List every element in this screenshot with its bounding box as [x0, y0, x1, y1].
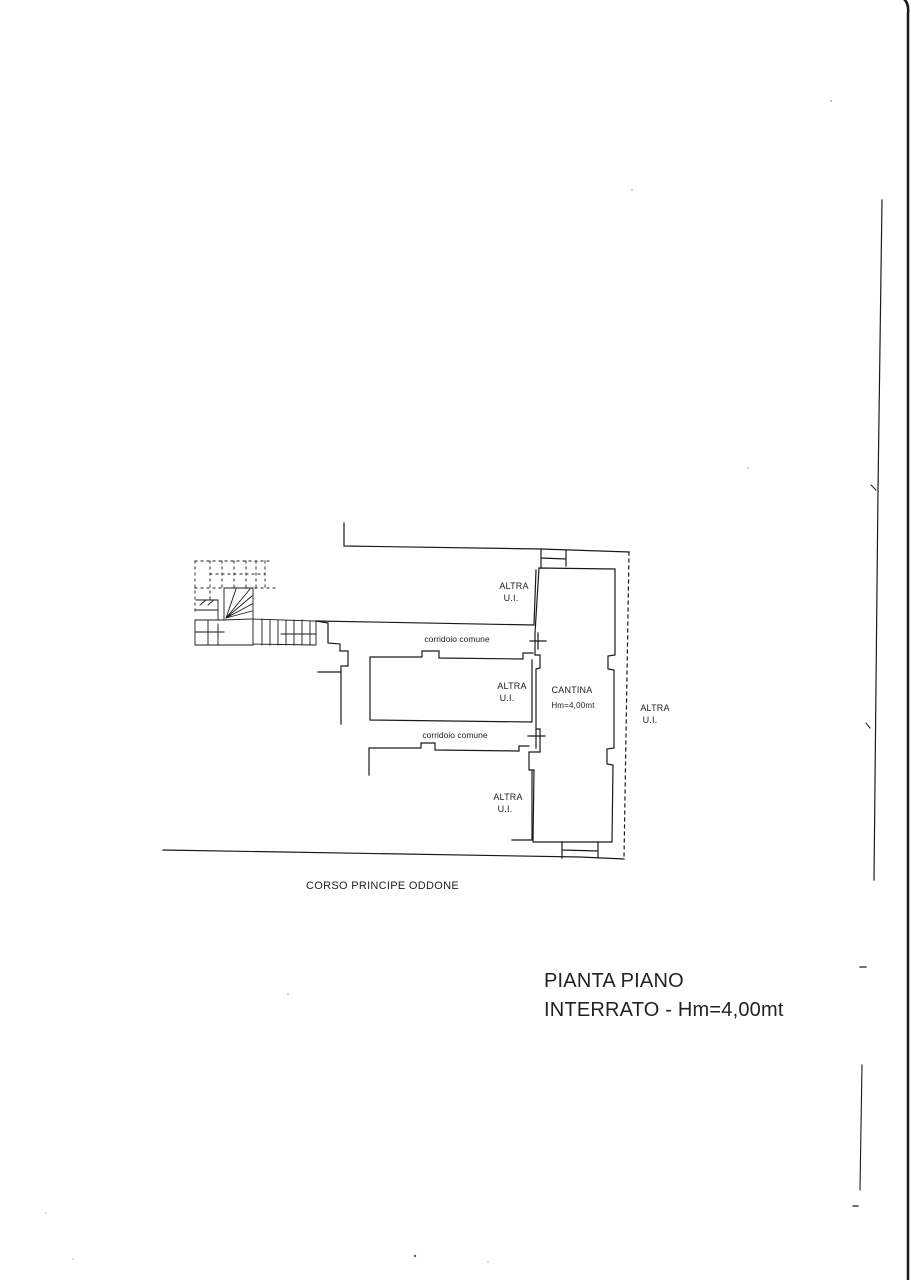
plan-title-line2: INTERRATO - Hm=4,00mt: [544, 999, 784, 1021]
page-edge-lines: [852, 0, 910, 1280]
street-label: CORSO PRINCIPE ODDONE: [306, 880, 459, 892]
door-top: [540, 548, 567, 569]
altra-ui-bottom-walls: [368, 742, 533, 841]
room-label-altra-ui-bottom: ALTRA: [493, 792, 522, 802]
room-label-altra-ui-right-sub: U.I.: [643, 715, 658, 725]
room-label-corridoio-lower: corridoio comune: [422, 730, 487, 740]
room-label-cantina: CANTINA: [552, 685, 593, 695]
straight-stair: [252, 618, 317, 646]
altra-ui-top-walls: [315, 569, 537, 626]
room-label-altra-ui-top-sub: U.I.: [504, 593, 519, 603]
room-label-altra-ui-top: ALTRA: [499, 581, 528, 591]
door-tick-upper: [529, 632, 547, 650]
room-label-corridoio-upper: corridoio comune: [424, 634, 489, 644]
plan-title-line1: PIANTA PIANO: [544, 970, 684, 992]
door-bottom: [561, 841, 599, 859]
winder-stair: [194, 587, 254, 646]
plan-title: PIANTA PIANO INTERRATO - Hm=4,00mt: [544, 967, 784, 1025]
scan-specks: [45, 100, 832, 1263]
altra-ui-middle-walls: [369, 650, 534, 723]
door-tick-lower: [527, 729, 546, 749]
outer-wall-top: [343, 522, 630, 553]
dashed-projection: [194, 560, 276, 613]
outer-wall-bottom: [162, 849, 625, 860]
room-label-altra-ui-bottom-sub: U.I.: [498, 804, 513, 814]
boundary-dashed-right: [623, 551, 630, 859]
room-label-cantina-height: Hm=4,00mt: [551, 701, 595, 710]
room-label-altra-ui-right: ALTRA: [640, 703, 669, 713]
room-label-altra-ui-middle-sub: U.I.: [500, 693, 515, 703]
cantina-walls: [528, 567, 616, 843]
left-exterior-wall: [315, 620, 349, 725]
room-label-altra-ui-middle: ALTRA: [497, 681, 526, 691]
